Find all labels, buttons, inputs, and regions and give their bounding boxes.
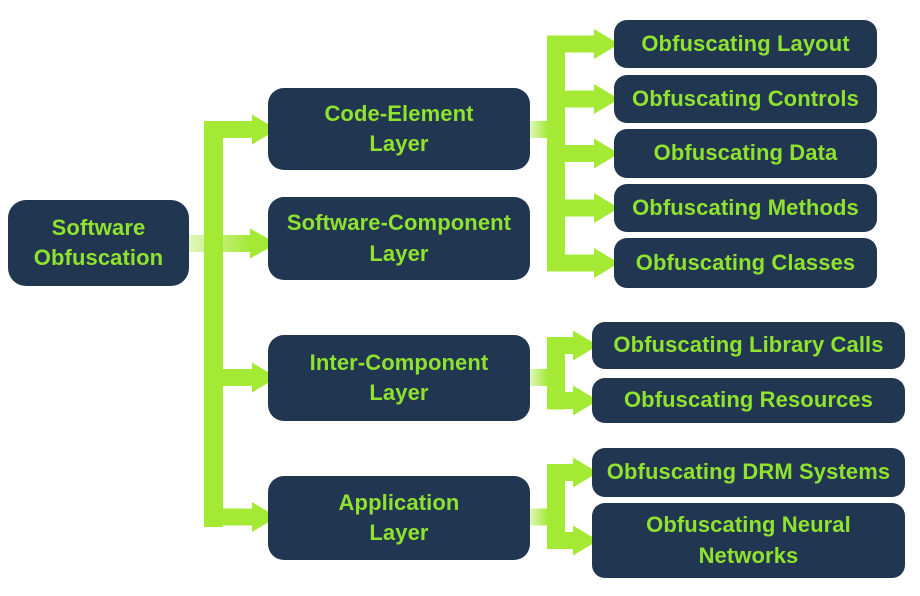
node-label: Obfuscating Classes <box>635 249 856 275</box>
node-obfuscating-library-calls: Obfuscating Library Calls <box>592 322 905 369</box>
arrow-to-obfuscating-data <box>547 138 619 169</box>
node-obfuscating-drm-systems: Obfuscating DRM Systems <box>592 448 905 497</box>
arrow-to-obfuscating-classes <box>547 248 619 278</box>
arrow-to-obfuscating-layout <box>547 29 619 59</box>
node-label: Obfuscating Library Calls <box>613 332 884 358</box>
stub-code-element-to-subtrunk <box>529 121 548 138</box>
arrow-to-obfuscating-drm-systems <box>547 457 598 488</box>
node-software-obfuscation: Software Obfuscation <box>8 200 189 286</box>
subtrunk-inter-component <box>547 337 565 410</box>
node-obfuscating-controls: Obfuscating Controls <box>614 75 877 123</box>
arrow-to-obfuscating-controls <box>547 84 619 114</box>
stub-inter-component-to-subtrunk <box>529 369 548 386</box>
node-inter-component-layer: Inter-Component Layer <box>268 335 530 421</box>
arrow-to-obfuscating-neural-networks <box>547 525 598 556</box>
node-label: Inter-Component Layer <box>309 349 489 405</box>
node-label: Obfuscating Resources <box>623 387 874 413</box>
node-obfuscating-methods: Obfuscating Methods <box>614 184 877 232</box>
arrow-to-obfuscating-resources <box>547 385 598 416</box>
node-label: Obfuscating Methods <box>632 194 859 220</box>
node-obfuscating-classes: Obfuscating Classes <box>614 238 877 288</box>
arrow-trunk-to-application-layer <box>204 502 277 532</box>
subtrunk-application <box>547 464 565 549</box>
arrow-to-obfuscating-methods <box>547 193 619 223</box>
arrow-to-obfuscating-library-calls <box>547 330 598 361</box>
arrow-trunk-to-code-element-layer <box>204 114 277 145</box>
node-application-layer: Application Layer <box>268 476 530 560</box>
node-code-element-layer: Code-Element Layer <box>268 88 530 170</box>
node-label: Obfuscating Layout <box>641 30 850 56</box>
node-software-component-layer: Software-Component Layer <box>268 197 530 280</box>
node-label: Obfuscating Controls <box>632 85 859 111</box>
node-label: Software-Component Layer <box>286 210 512 266</box>
node-label: Software Obfuscation <box>33 214 164 270</box>
node-obfuscating-resources: Obfuscating Resources <box>592 378 905 423</box>
stub-application-to-subtrunk <box>529 508 548 526</box>
node-label: Application Layer <box>338 489 460 545</box>
node-obfuscating-neural-networks: Obfuscating Neural Networks <box>592 503 905 578</box>
node-label: Code-Element Layer <box>324 100 474 156</box>
node-obfuscating-layout: Obfuscating Layout <box>614 20 877 68</box>
arrow-trunk-to-inter-component-layer <box>204 362 277 393</box>
node-obfuscating-data: Obfuscating Data <box>614 129 877 178</box>
node-label: Obfuscating Data <box>653 140 838 166</box>
node-label: Obfuscating DRM Systems <box>606 459 891 485</box>
arrow-root-to-software-component <box>187 228 277 259</box>
trunk-main <box>204 121 223 527</box>
node-label: Obfuscating Neural Networks <box>646 512 851 568</box>
